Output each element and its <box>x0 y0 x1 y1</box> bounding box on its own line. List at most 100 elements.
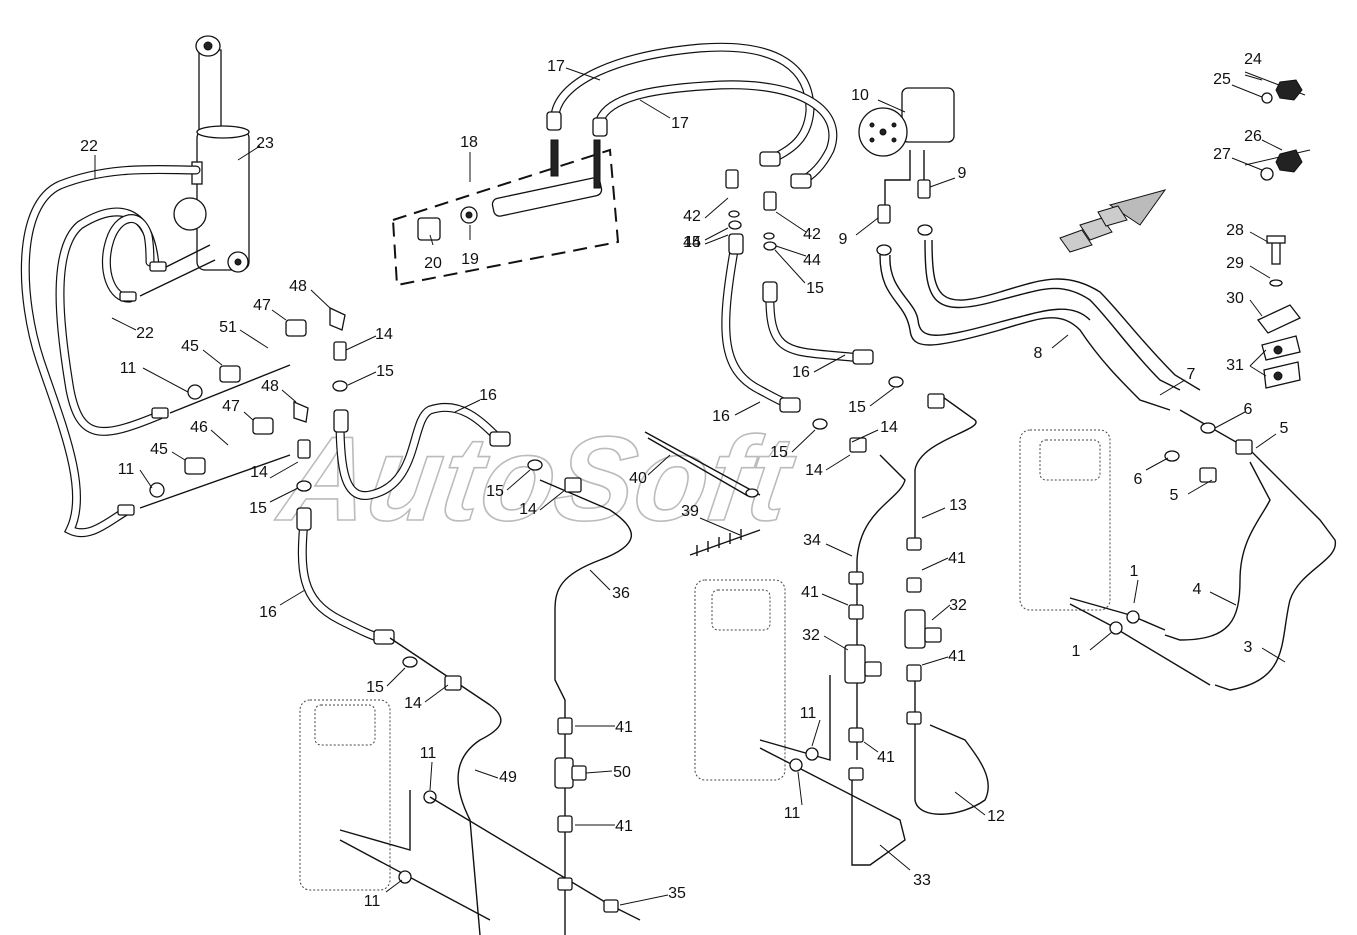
part-label-22: 22 <box>80 138 98 155</box>
part-label-5: 5 <box>1170 487 1179 504</box>
part-label-12: 12 <box>987 808 1005 825</box>
hoses-17 <box>546 42 838 189</box>
part-label-31: 31 <box>1226 357 1244 374</box>
part-label-47: 47 <box>222 398 240 415</box>
part-label-46: 46 <box>190 419 208 436</box>
part-label-20: 20 <box>424 255 442 272</box>
part-label-51: 51 <box>219 319 237 336</box>
part-label-23: 23 <box>256 135 274 152</box>
direction-arrow <box>1059 189 1167 253</box>
part-label-34: 34 <box>803 532 821 549</box>
part-label-1: 1 <box>1130 563 1139 580</box>
part-label-40: 40 <box>629 470 647 487</box>
hydraulic-motor <box>858 87 955 256</box>
clamp-strap <box>644 431 761 556</box>
part-label-41: 41 <box>615 719 633 736</box>
part-label-11: 11 <box>800 705 817 722</box>
part-label-45: 45 <box>181 338 199 355</box>
part-label-48: 48 <box>261 378 279 395</box>
part-label-14: 14 <box>519 501 537 518</box>
part-label-15: 15 <box>683 234 701 251</box>
part-label-11: 11 <box>364 893 381 910</box>
part-label-17: 17 <box>671 115 689 132</box>
part-label-45: 45 <box>150 441 168 458</box>
fittings-left <box>139 306 348 509</box>
part-label-16: 16 <box>792 364 810 381</box>
part-label-22: 22 <box>136 325 154 342</box>
part-label-11: 11 <box>420 745 437 762</box>
part-label-6: 6 <box>1244 401 1253 418</box>
part-label-15: 15 <box>806 280 824 297</box>
part-label-41: 41 <box>877 749 895 766</box>
part-label-1: 1 <box>1072 643 1081 660</box>
part-label-42: 42 <box>683 208 701 225</box>
pipes-7-8 <box>879 239 1336 691</box>
part-label-14: 14 <box>404 695 422 712</box>
part-label-16: 16 <box>479 387 497 404</box>
part-label-49: 49 <box>499 769 517 786</box>
part-label-18: 18 <box>460 134 478 151</box>
part-label-9: 9 <box>839 231 848 248</box>
part-label-15: 15 <box>770 444 788 461</box>
part-label-27: 27 <box>1213 146 1231 163</box>
part-label-50: 50 <box>613 764 631 781</box>
part-label-11: 11 <box>784 805 801 822</box>
part-label-28: 28 <box>1226 222 1244 239</box>
part-label-36: 36 <box>612 585 630 602</box>
part-label-48: 48 <box>289 278 307 295</box>
valve-block-18 <box>391 139 620 287</box>
part-label-10: 10 <box>851 87 869 104</box>
part-label-44: 44 <box>803 252 821 269</box>
part-label-41: 41 <box>615 818 633 835</box>
part-label-14: 14 <box>375 326 393 343</box>
part-label-15: 15 <box>249 500 267 517</box>
part-label-11: 11 <box>120 360 137 377</box>
part-label-41: 41 <box>948 550 966 567</box>
part-label-42: 42 <box>803 226 821 243</box>
part-label-15: 15 <box>486 483 504 500</box>
part-label-11: 11 <box>118 461 135 478</box>
part-label-15: 15 <box>848 399 866 416</box>
part-label-35: 35 <box>668 885 686 902</box>
valve-bank-left <box>299 699 641 921</box>
part-label-14: 14 <box>880 419 898 436</box>
part-label-3: 3 <box>1244 639 1253 656</box>
part-label-24: 24 <box>1244 51 1262 68</box>
valve-bank-middle <box>694 579 906 866</box>
part-label-15: 15 <box>366 679 384 696</box>
leader-lines <box>94 67 1286 906</box>
part-label-41: 41 <box>801 584 819 601</box>
part-label-33: 33 <box>913 872 931 889</box>
part-label-19: 19 <box>461 251 479 268</box>
part-label-29: 29 <box>1226 255 1244 272</box>
part-label-32: 32 <box>949 597 967 614</box>
part-label-5: 5 <box>1280 420 1289 437</box>
part-label-6: 6 <box>1134 471 1143 488</box>
steel-pipes <box>389 394 989 935</box>
part-label-8: 8 <box>1034 345 1043 362</box>
part-label-41: 41 <box>948 648 966 665</box>
part-label-16: 16 <box>259 604 277 621</box>
part-label-44: 44 <box>683 234 701 251</box>
hardware-small-parts <box>1244 71 1311 389</box>
part-label-30: 30 <box>1226 290 1244 307</box>
part-label-47: 47 <box>253 297 271 314</box>
part-label-32: 32 <box>802 627 820 644</box>
hydraulic-cylinder <box>173 35 250 273</box>
part-label-39: 39 <box>681 503 699 520</box>
part-label-9: 9 <box>958 165 967 182</box>
valve-bank-right <box>1019 429 1211 686</box>
fittings-middle <box>402 169 1253 691</box>
part-label-4: 4 <box>1193 581 1202 598</box>
part-label-25: 25 <box>1213 71 1231 88</box>
part-label-14: 14 <box>250 464 268 481</box>
hoses-16 <box>296 233 874 645</box>
part-label-15: 15 <box>376 363 394 380</box>
part-label-17: 17 <box>547 58 565 75</box>
part-label-16: 16 <box>712 408 730 425</box>
part-label-14: 14 <box>805 462 823 479</box>
part-label-7: 7 <box>1187 366 1196 383</box>
part-label-13: 13 <box>949 497 967 514</box>
